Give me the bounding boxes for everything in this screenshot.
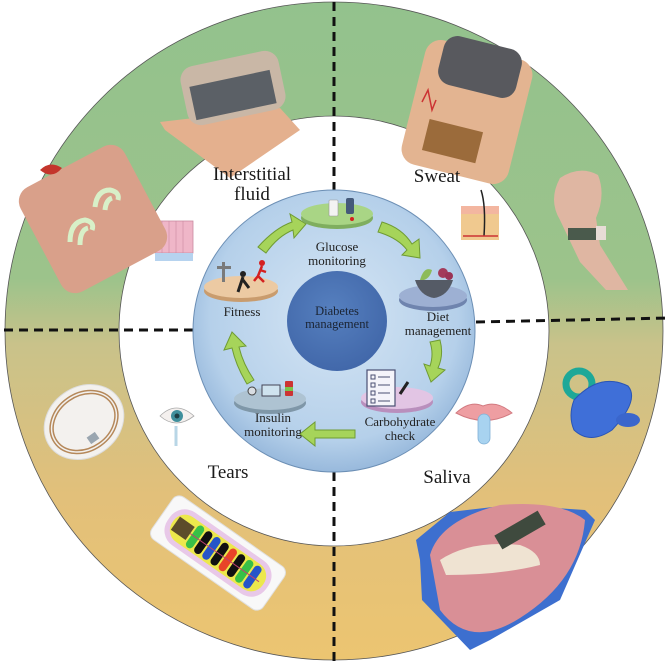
center-disk [287,271,387,371]
skin-layers-icon [461,189,499,240]
pacifier-sensor-photo [562,367,640,438]
lips-tube-icon [455,403,513,445]
checklist-icon [366,369,396,407]
biofluid-label-saliva: Saliva [423,467,471,488]
arrow-carb-to-insulin [299,420,356,448]
mouthguard-sensor-photo [416,504,595,650]
implantable-sensor-photo [160,50,300,178]
diet-platform [399,268,467,311]
glucose-meter-icon [328,199,339,217]
carb-platform [361,369,433,413]
arrow-insulin-to-fitness [223,331,255,385]
biofluid-label-interstitial: Interstitial fluid [212,164,292,205]
biofluid-label-sweat: Sweat [413,166,461,187]
divider-right [475,316,669,324]
biofluid-label-tears: Tears [207,462,249,483]
cycle-label-diet: Diet management [404,309,472,338]
center-label: Diabetes management [297,304,377,332]
cycle-label-fitness: Fitness [223,304,261,319]
cycle-label-glucose: Glucose monitoring [308,239,366,268]
center-label-line1: Diabetes [315,304,359,318]
flexible-strip-sensor-photo [150,495,286,611]
eye-tear-icon [159,407,195,446]
arrow-fitness-to-glucose [257,212,307,254]
arrow-glucose-to-diet [377,221,421,259]
wristband-sensor-photo [554,170,628,290]
glucose-platform [301,198,373,229]
cycle-arrows [223,212,447,448]
fruit-bowl-icon [415,280,453,298]
center-label-line2: management [305,317,369,332]
quadrant-dividers [4,2,669,662]
cycle-label-carb: Carbohydrate check [364,414,436,443]
contact-lens-sensor-photo [43,384,125,460]
exercise-icon [217,260,267,293]
tattoo-electrode-photo [18,144,168,294]
arrow-diet-to-carb [423,339,447,383]
insulin-platform [234,381,306,414]
cycle-label-insulin: Insulin monitoring [244,410,302,439]
fitness-platform [204,260,278,302]
insulin-pump-icon [247,386,257,396]
skin-patch-photo [401,36,533,185]
